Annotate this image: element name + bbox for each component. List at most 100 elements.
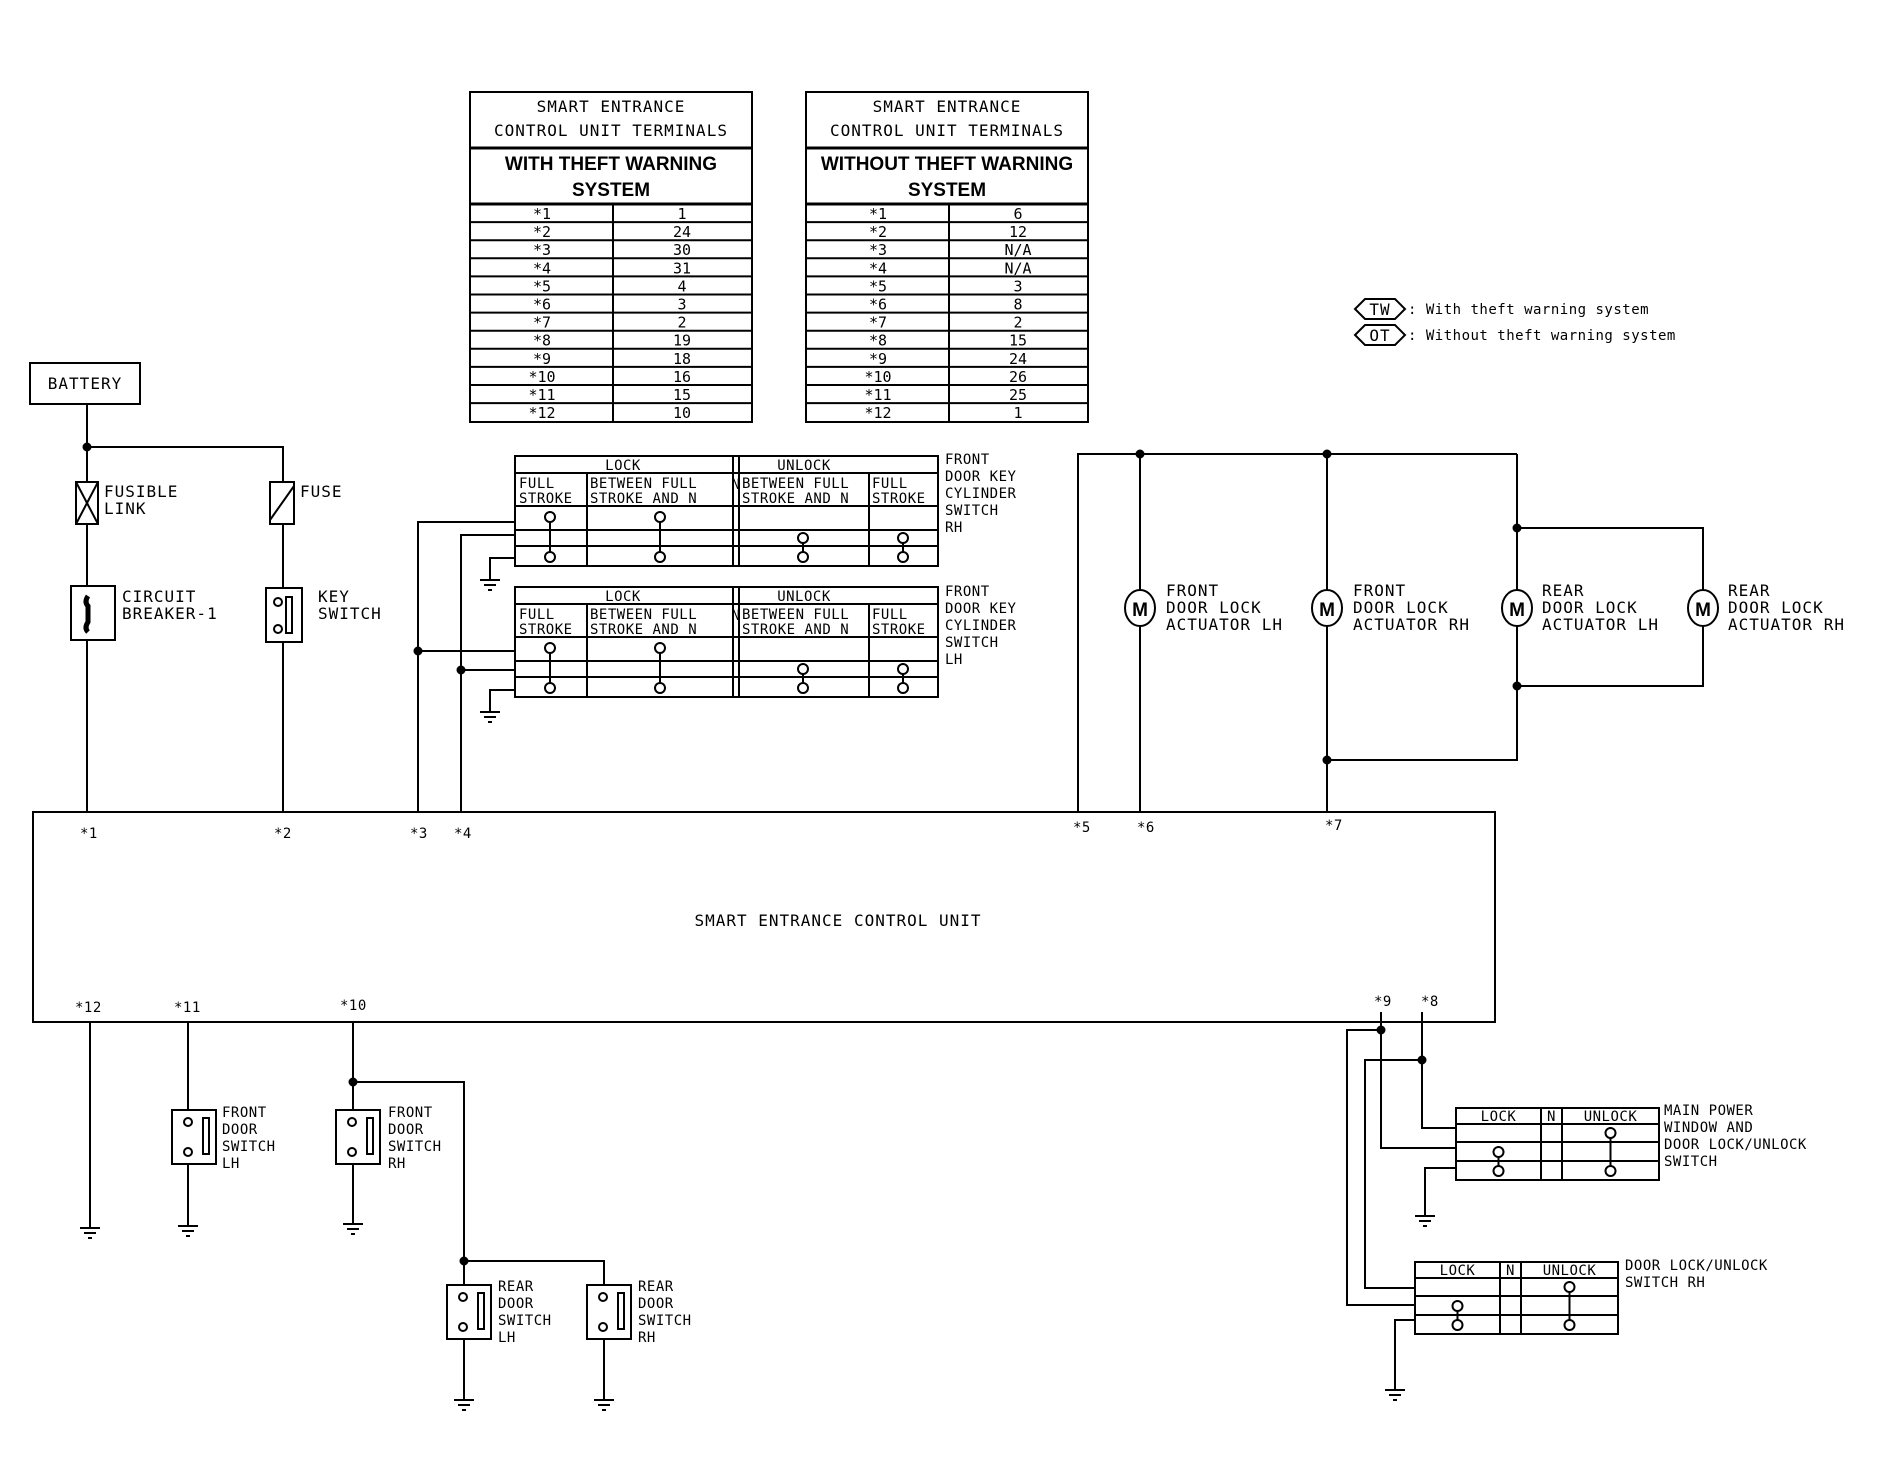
switch-label: LH bbox=[498, 1330, 516, 1346]
unlock-header: UNLOCK bbox=[1584, 1109, 1638, 1125]
terminal-code: *2 bbox=[869, 223, 887, 241]
actuator-label: DOOR LOCK bbox=[1542, 598, 1638, 617]
terminal-3: *3 bbox=[410, 826, 428, 842]
terminal-code: *12 bbox=[864, 404, 891, 422]
switch-label: CYLINDER bbox=[945, 618, 1017, 634]
terminal-number: 30 bbox=[673, 241, 691, 259]
unlock-header: UNLOCK bbox=[777, 458, 831, 474]
table-row: *1 6 bbox=[869, 205, 1023, 223]
lock-header: LOCK bbox=[1481, 1109, 1517, 1125]
actuator-label: REAR bbox=[1728, 581, 1771, 600]
contact-icon bbox=[798, 664, 808, 674]
fuse: FUSE bbox=[270, 482, 342, 524]
between-label: STROKE AND N bbox=[742, 491, 849, 507]
table-title: SMART ENTRANCE bbox=[873, 97, 1022, 116]
terminal-number: 6 bbox=[1013, 205, 1022, 223]
switch-label: REAR bbox=[498, 1279, 534, 1295]
actuator-label: DOOR LOCK bbox=[1728, 598, 1824, 617]
terminal-code: *1 bbox=[869, 205, 887, 223]
circuit-breaker-label-1: CIRCUIT bbox=[122, 587, 196, 606]
switch-label: RH bbox=[388, 1156, 406, 1172]
switch-label: DOOR bbox=[222, 1122, 258, 1138]
terminal-code: *10 bbox=[864, 368, 891, 386]
terminal-code: *6 bbox=[533, 296, 551, 314]
contact-icon bbox=[898, 552, 908, 562]
terminal-9: *9 bbox=[1374, 994, 1392, 1010]
key-switch-label-2: SWITCH bbox=[318, 604, 382, 623]
full-stroke-label: STROKE bbox=[519, 622, 573, 638]
legend-text: : With theft warning system bbox=[1408, 302, 1649, 318]
between-label: BETWEEN FULL bbox=[590, 607, 697, 623]
between-label: BETWEEN FULL bbox=[742, 607, 849, 623]
contact-icon bbox=[545, 512, 555, 522]
ground-symbol bbox=[594, 1400, 614, 1410]
terminal-2: *2 bbox=[274, 826, 292, 842]
switch-label: SWITCH bbox=[498, 1313, 552, 1329]
contact-icon bbox=[798, 683, 808, 693]
terminal-labels: *1 *2 *3 *4 *5 *6 *7 *8 *9 *10 *11 *12 bbox=[75, 818, 1438, 1016]
contact-icon bbox=[1565, 1320, 1575, 1330]
terminal-code: *7 bbox=[533, 314, 551, 332]
n-header: N bbox=[1547, 1109, 1556, 1125]
contact-icon bbox=[545, 683, 555, 693]
actuator-label: ACTUATOR LH bbox=[1166, 615, 1283, 634]
terminal-code: *4 bbox=[533, 259, 551, 277]
table-header: WITH THEFT WARNING bbox=[505, 154, 717, 175]
contact-icon bbox=[655, 683, 665, 693]
terminal-11: *11 bbox=[174, 1000, 201, 1016]
switch-label: DOOR LOCK/UNLOCK bbox=[1625, 1258, 1768, 1274]
actuator-label: ACTUATOR LH bbox=[1542, 615, 1659, 634]
terminal-number: 4 bbox=[677, 277, 686, 295]
terminal-number: 31 bbox=[673, 259, 691, 277]
switch-label: CYLINDER bbox=[945, 486, 1017, 502]
terminal-12: *12 bbox=[75, 1000, 102, 1016]
terminal-number: 1 bbox=[677, 205, 686, 223]
switch-label: DOOR KEY bbox=[945, 469, 1017, 485]
actuator-label: FRONT bbox=[1166, 581, 1219, 600]
rear-door-switch-rh: REAR DOOR SWITCH RH bbox=[587, 1279, 692, 1346]
terminal-code: *9 bbox=[869, 350, 887, 368]
between-label: BETWEEN FULL bbox=[590, 476, 697, 492]
terminal-number: 1 bbox=[1013, 404, 1022, 422]
terminal-code: *8 bbox=[869, 332, 887, 350]
n-header: N bbox=[732, 477, 741, 493]
actuator-front-lh: M FRONT DOOR LOCK ACTUATOR LH bbox=[1124, 581, 1283, 634]
terminal-code: *3 bbox=[533, 241, 551, 259]
switch-label: SWITCH bbox=[945, 635, 999, 651]
contact-icon bbox=[1494, 1166, 1504, 1176]
ground-symbol bbox=[454, 1400, 474, 1410]
terminal-number: 10 bbox=[673, 404, 691, 422]
ground-symbol bbox=[480, 580, 500, 590]
ground-symbol bbox=[178, 1226, 198, 1236]
switch-label: DOOR LOCK/UNLOCK bbox=[1664, 1137, 1807, 1153]
circuit-breaker-1: CIRCUIT BREAKER-1 bbox=[71, 586, 217, 640]
terminal-number: 2 bbox=[1013, 314, 1022, 332]
contact-icon bbox=[898, 683, 908, 693]
ground-symbol bbox=[343, 1224, 363, 1234]
terminal-code: *3 bbox=[869, 241, 887, 259]
contact-icon bbox=[1606, 1128, 1616, 1138]
terminal-number: 12 bbox=[1009, 223, 1027, 241]
legend-item-ot: OT : Without theft warning system bbox=[1355, 325, 1675, 345]
front-door-switch-rh: FRONT DOOR SWITCH RH bbox=[336, 1105, 441, 1172]
terminal-number: 25 bbox=[1009, 386, 1027, 404]
switch-label: SWITCH bbox=[222, 1139, 276, 1155]
contact-icon bbox=[545, 643, 555, 653]
ground-symbol bbox=[480, 712, 500, 722]
contact-icon bbox=[1565, 1282, 1575, 1292]
between-label: BETWEEN FULL bbox=[742, 476, 849, 492]
switch-label: REAR bbox=[638, 1279, 674, 1295]
switch-label: SWITCH bbox=[638, 1313, 692, 1329]
switch-label: WINDOW AND bbox=[1664, 1120, 1753, 1136]
switch-label: MAIN POWER bbox=[1664, 1103, 1753, 1119]
key-switch: KEY SWITCH bbox=[266, 587, 382, 642]
legend-code: TW bbox=[1369, 300, 1390, 319]
